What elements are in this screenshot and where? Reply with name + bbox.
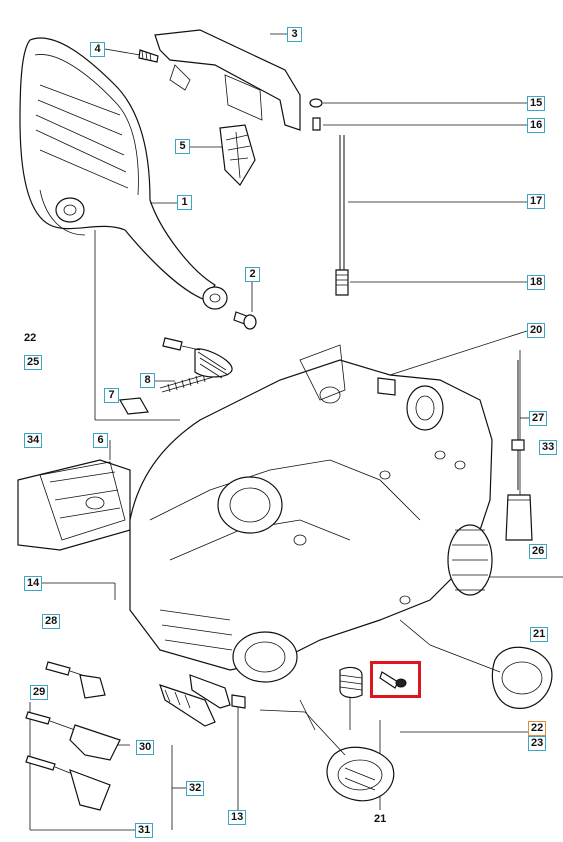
label-22-upper: 22 — [24, 332, 37, 344]
lower-screws — [25, 661, 246, 811]
callout-33: 33 — [539, 440, 558, 455]
callout-18: 18 — [527, 275, 546, 290]
part-7-block — [119, 397, 149, 415]
part-5-filter — [219, 124, 256, 186]
callout-30: 30 — [136, 740, 155, 755]
callout-31: 31 — [135, 823, 154, 838]
callout-3: 3 — [287, 27, 302, 42]
crankcase-body — [129, 344, 493, 683]
callout-6: 6 — [93, 433, 108, 448]
callout-2: 2 — [245, 267, 260, 282]
highlight-box-part-22[interactable] — [370, 661, 421, 698]
callout-14: 14 — [24, 576, 43, 591]
part-15-18-rod-assembly — [309, 98, 530, 296]
callout-29: 29 — [30, 685, 49, 700]
callout-21-right: 21 — [530, 627, 549, 642]
callout-7: 7 — [104, 388, 119, 403]
part-3-bracket — [154, 29, 301, 131]
part-2-nut — [202, 286, 257, 330]
callout-15: 15 — [527, 96, 546, 111]
fuel-and-oil-caps — [259, 619, 553, 802]
callout-20: 20 — [527, 323, 546, 338]
callout-26: 26 — [529, 544, 548, 559]
callout-1: 1 — [177, 195, 192, 210]
callout-16: 16 — [527, 118, 546, 133]
callout-8: 8 — [140, 373, 155, 388]
label-21-bottom: 21 — [374, 813, 387, 825]
part-26-27-pickup — [505, 360, 533, 541]
callout-5: 5 — [175, 139, 190, 154]
callout-17: 17 — [527, 194, 546, 209]
callout-34: 34 — [24, 433, 43, 448]
part-8-spring — [159, 337, 233, 393]
part-6-plate — [17, 459, 131, 551]
chain-guard-cover — [19, 37, 216, 301]
callout-25: 25 — [24, 355, 43, 370]
callout-13: 13 — [228, 810, 247, 825]
part-22-small-screw — [379, 671, 407, 689]
part-4-screw — [104, 48, 159, 63]
callout-28: 28 — [42, 614, 61, 629]
callout-27: 27 — [529, 411, 548, 426]
callout-22: 22 — [528, 721, 547, 736]
callout-32: 32 — [186, 781, 205, 796]
callout-23: 23 — [528, 736, 547, 751]
callout-4: 4 — [90, 42, 105, 57]
